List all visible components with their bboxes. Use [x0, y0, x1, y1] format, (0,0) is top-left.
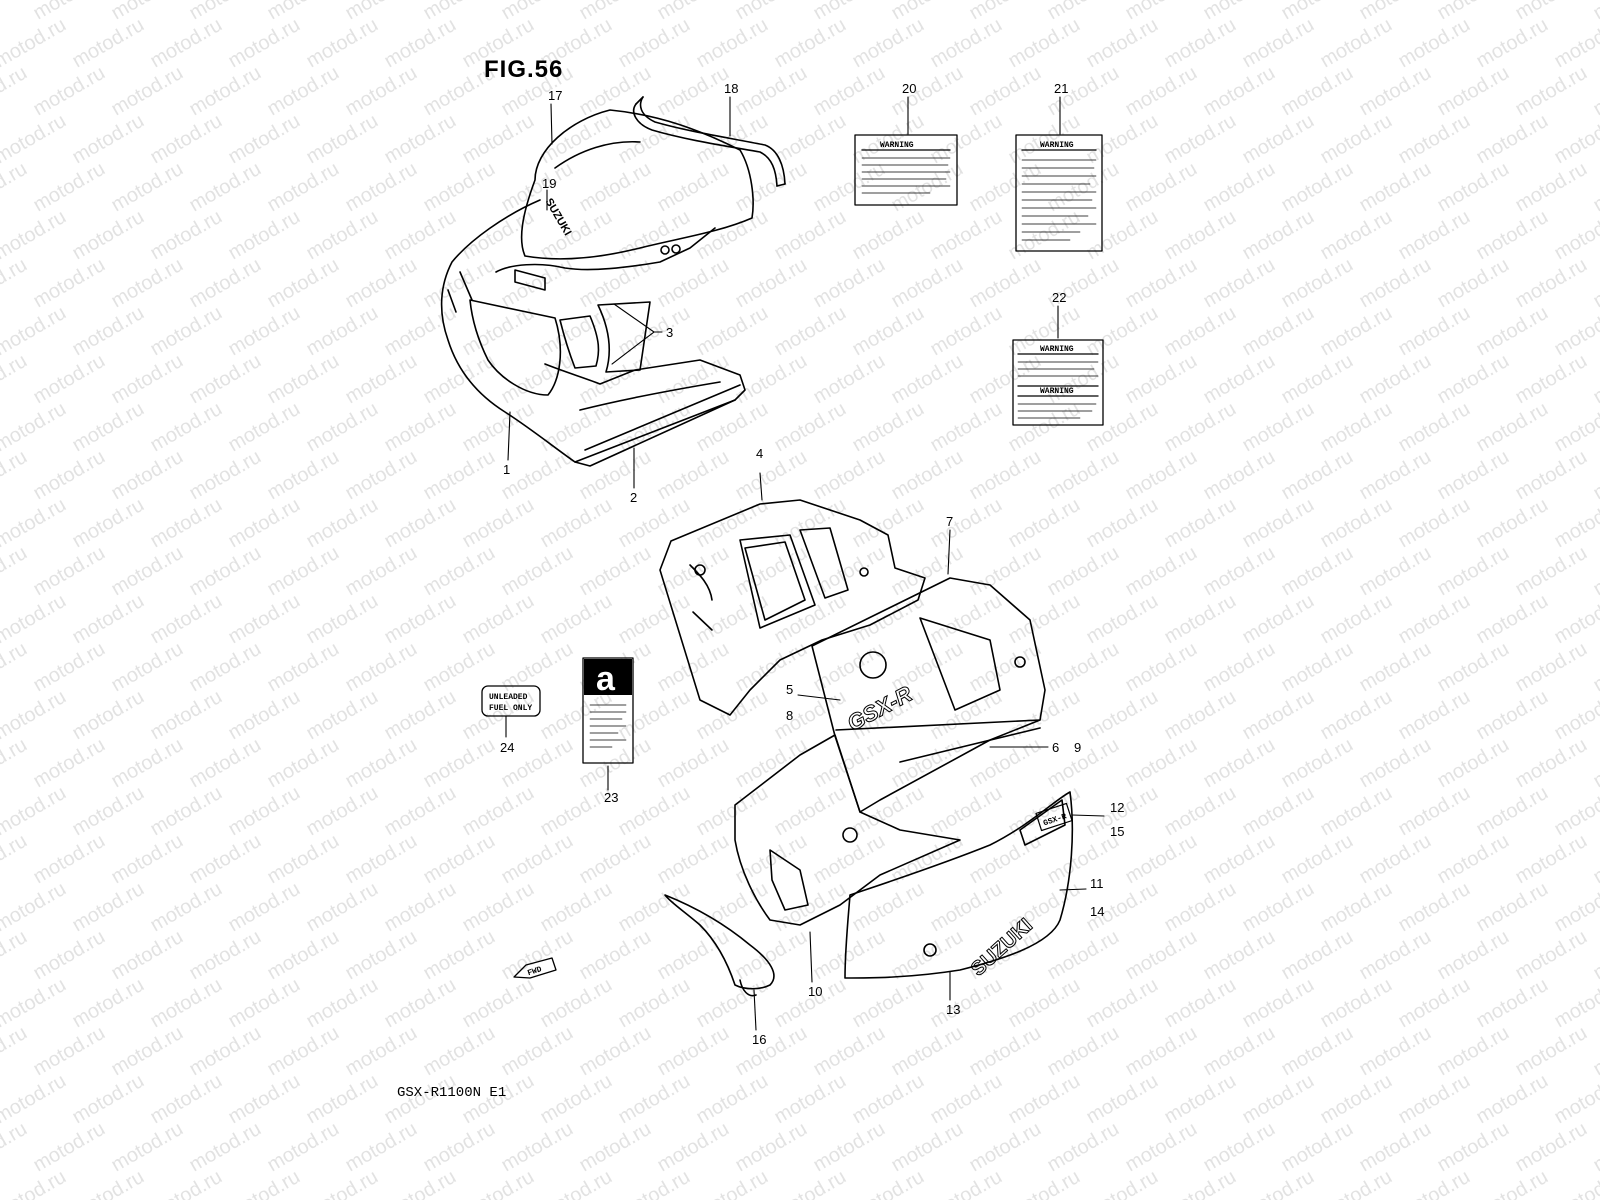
callout-12: 12 — [1110, 800, 1124, 815]
gsxr-logo: GSX-R — [843, 681, 916, 736]
callout-4: 4 — [756, 446, 763, 461]
callout-16: 16 — [752, 1032, 766, 1047]
warning-text-22b: WARNING — [1040, 387, 1074, 396]
callout-8: 8 — [786, 708, 793, 723]
warning-text-21: WARNING — [1040, 141, 1074, 150]
callout-13: 13 — [946, 1002, 960, 1017]
watermark-text: motod.ru — [1590, 0, 1600, 24]
callout-10: 10 — [808, 984, 822, 999]
callout-18: 18 — [724, 81, 738, 96]
callout-2: 2 — [630, 490, 637, 505]
fwd-text: FWD — [526, 965, 543, 978]
callout-1: 1 — [503, 462, 510, 477]
warning-text-22a: WARNING — [1040, 345, 1074, 354]
lower-suzuki-logo: SUZUKI — [967, 914, 1037, 980]
class-a-letter: a — [596, 660, 616, 698]
callout-9: 9 — [1074, 740, 1081, 755]
callout-5: 5 — [786, 682, 793, 697]
callout-20: 20 — [902, 81, 916, 96]
callout-19: 19 — [542, 176, 556, 191]
callout-15: 15 — [1110, 824, 1124, 839]
model-code: GSX-R1100N E1 — [397, 1085, 507, 1101]
callout-22: 22 — [1052, 290, 1066, 305]
callout-14: 14 — [1090, 904, 1104, 919]
callout-6: 6 — [1052, 740, 1059, 755]
callout-24: 24 — [500, 740, 514, 755]
callout-23: 23 — [604, 790, 618, 805]
callout-17: 17 — [548, 88, 562, 103]
callout-21: 21 — [1054, 81, 1068, 96]
small-badge-text: GSX-R — [1042, 812, 1068, 828]
unleaded-line2: FUEL ONLY — [489, 704, 532, 713]
callout-11: 11 — [1090, 876, 1104, 891]
callout-7: 7 — [946, 514, 953, 529]
warning-text-20: WARNING — [880, 141, 914, 150]
figure-title: FIG.56 — [484, 56, 564, 83]
windscreen-suzuki-logo: SUZUKI — [543, 196, 574, 237]
unleaded-line1: UNLEADED — [489, 693, 528, 702]
callout-3: 3 — [666, 325, 673, 340]
